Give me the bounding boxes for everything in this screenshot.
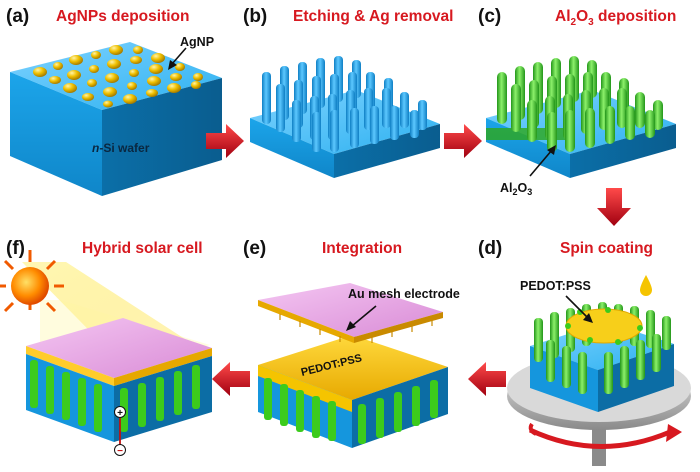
sun-icon: [0, 250, 64, 313]
panel-d-title: Spin coating: [560, 240, 653, 257]
panel-a-title: AgNPs deposition: [56, 8, 190, 25]
al2o3-d: 3: [527, 187, 532, 197]
panel-f-cell: [0, 250, 212, 456]
al2o3-b: 2: [513, 187, 518, 197]
panel-e-title: Integration: [322, 240, 403, 257]
minus-terminal: −: [117, 446, 123, 457]
arrow-d-to-e: [468, 362, 506, 396]
panel-e-id: (e): [243, 238, 267, 259]
al2o3-c: O: [518, 181, 528, 195]
panel-f-id: (f): [6, 238, 25, 259]
agnp-particles: [33, 45, 203, 108]
agnp-label: AgNP: [180, 35, 214, 49]
wafer-label: n-Si wafer: [92, 141, 150, 155]
al2o3-a: Al: [500, 181, 513, 195]
panel-e-stack: [258, 283, 448, 448]
panel-c-title-sub3: 3: [588, 17, 594, 29]
arrow-a-to-b: [206, 124, 244, 158]
panel-b-id: (b): [243, 6, 268, 27]
panel-a-id: (a): [6, 6, 30, 27]
panel-d-spincoater: [507, 275, 691, 466]
al2o3-label: Al2O3: [500, 181, 532, 197]
arrow-e-to-f: [212, 362, 250, 396]
panel-c-id: (c): [478, 6, 502, 27]
panel-c-title-al: Al: [555, 8, 571, 25]
panel-d-id: (d): [478, 238, 503, 259]
panel-c-title: Al2O3 deposition: [555, 8, 676, 28]
wafer-label-n: n: [92, 141, 99, 155]
wafer-label-rest: -Si wafer: [99, 141, 149, 155]
panel-c-title-tail: deposition: [593, 8, 677, 25]
arrow-b-to-c: [444, 124, 482, 158]
panel-f-title: Hybrid solar cell: [82, 240, 203, 257]
au-mesh-label: Au mesh electrode: [348, 287, 460, 301]
panel-a-wafer: [10, 42, 222, 196]
panel-b-nanowires: [250, 56, 440, 178]
panel-c-title-sub2: 2: [570, 17, 577, 29]
pedot-label-d: PEDOT:PSS: [520, 279, 591, 293]
panel-c-title-o: O: [576, 8, 589, 25]
plus-terminal: +: [117, 408, 123, 419]
panel-b-title: Etching & Ag removal: [293, 8, 454, 25]
arrow-c-to-d: [597, 188, 631, 226]
panel-c-nanowires: [486, 56, 676, 178]
